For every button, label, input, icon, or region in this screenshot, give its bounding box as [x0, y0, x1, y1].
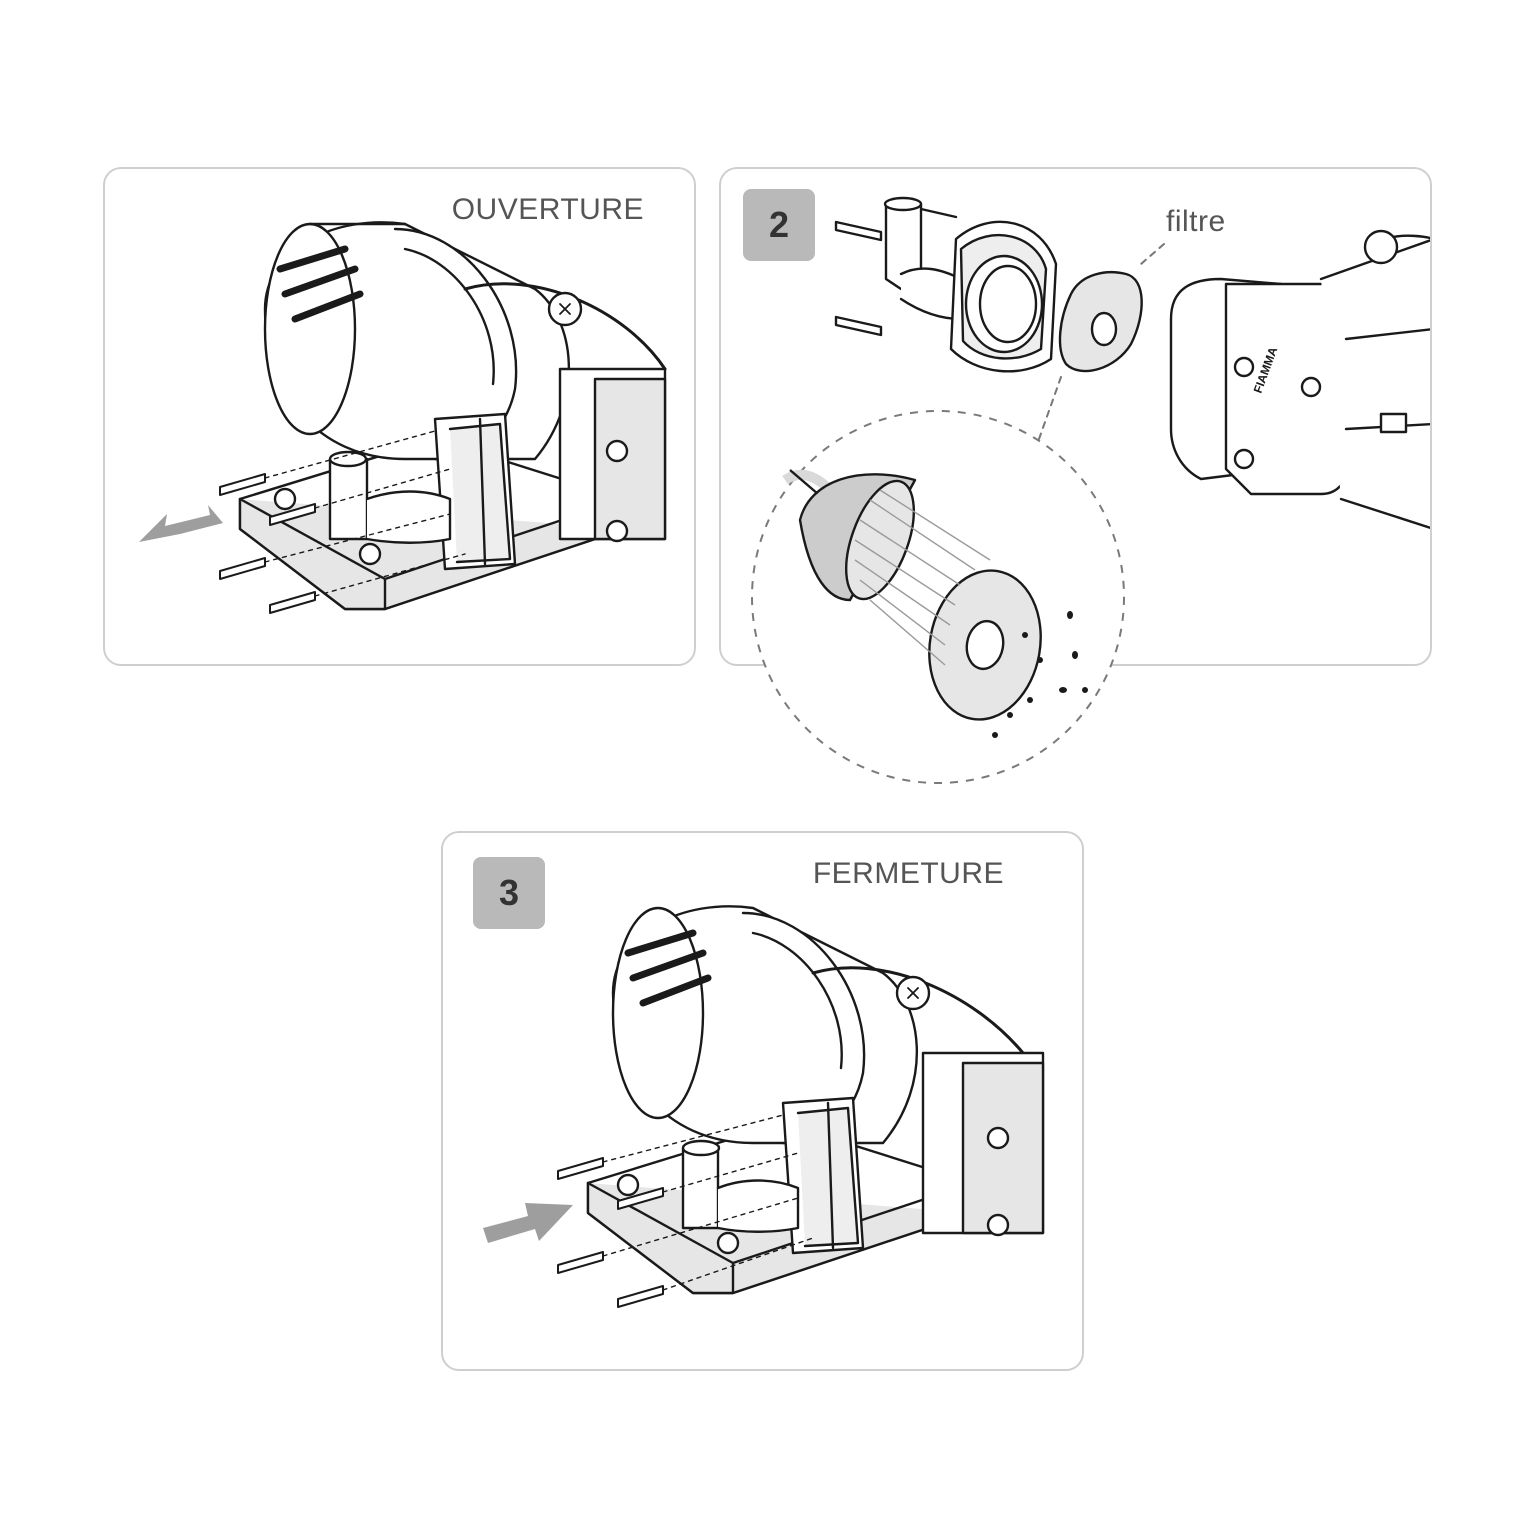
step-2-panel: 2 filtre: [719, 167, 1432, 666]
pump-open-illustration: [139, 221, 667, 614]
filter-exploded-illustration: FIAMMA: [834, 196, 1430, 529]
step-1-panel: OUVERTURE: [103, 167, 696, 666]
filter-callout-label: filtre: [1166, 205, 1226, 238]
step-3-panel: 3 FERMETURE: [441, 831, 1084, 1371]
step-3-title: FERMETURE: [812, 857, 1004, 890]
step-1-title: OUVERTURE: [451, 193, 644, 226]
pump-close-illustration: [483, 905, 1045, 1308]
step-3-badge: 3: [473, 857, 545, 929]
step-2-badge: 2: [743, 189, 815, 261]
